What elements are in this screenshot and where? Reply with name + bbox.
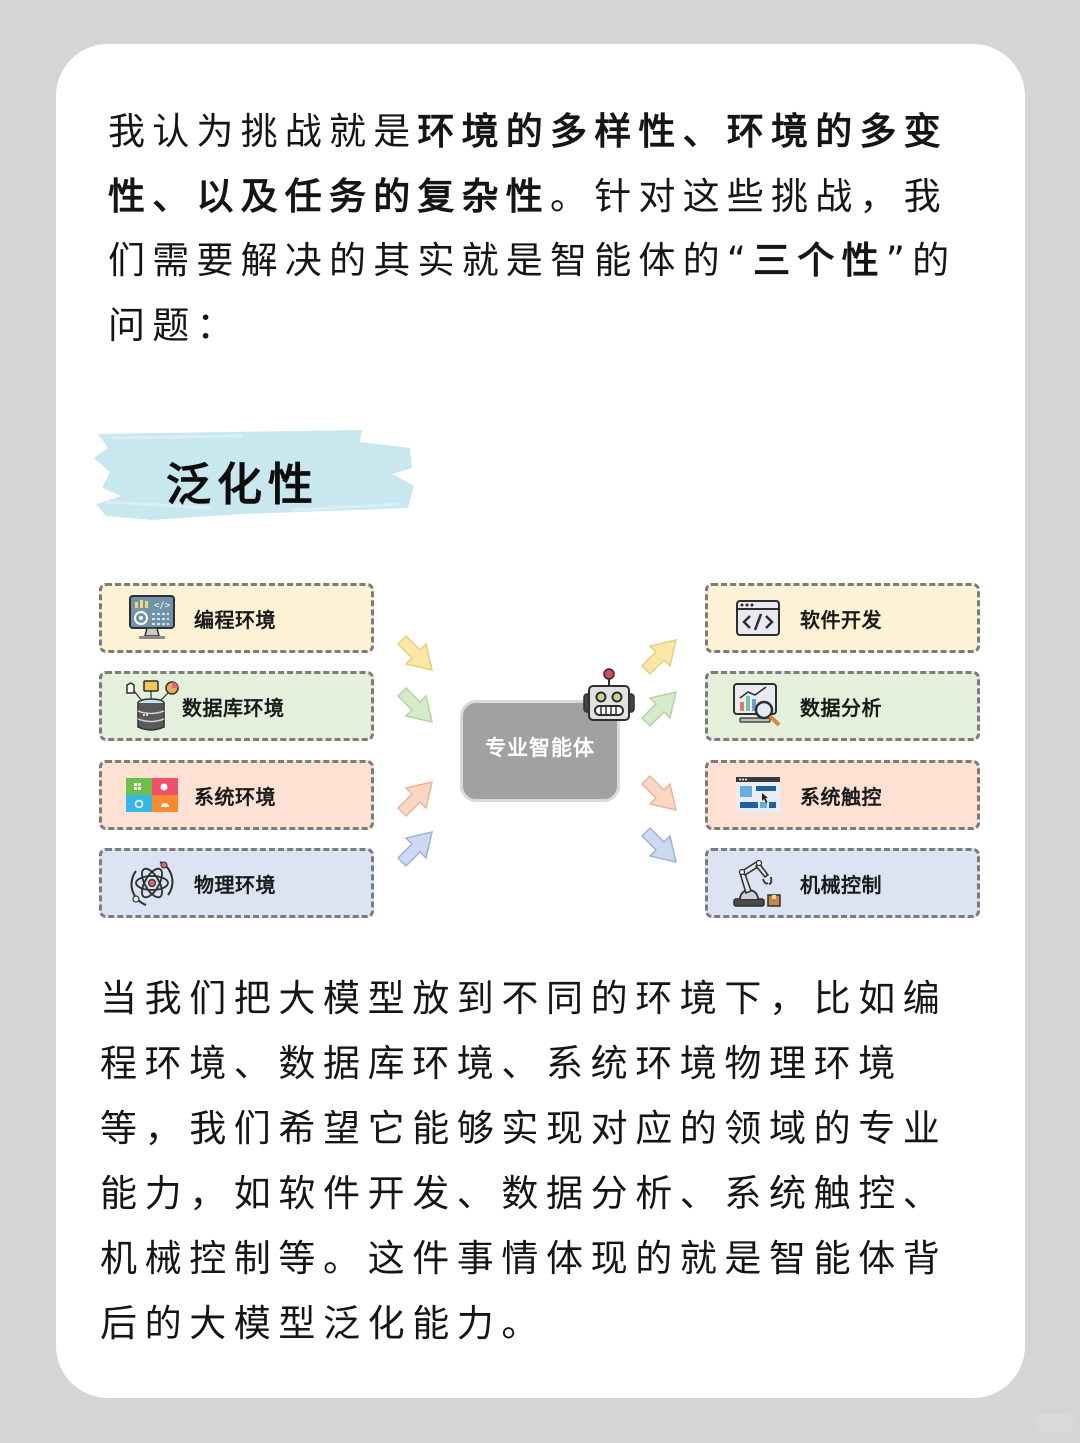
output-label: 软件开发: [800, 607, 882, 632]
arrow-up-right-icon: [640, 638, 678, 676]
svg-text:</>: </>: [154, 601, 171, 611]
watermark-badge: [1036, 1414, 1074, 1432]
input-box-database-env: 数据库环境: [99, 671, 374, 741]
intro-text-2: 。针对这些挑战，我们需要解决的其实就是智能体的“: [108, 174, 948, 283]
code-window-icon: [730, 590, 786, 646]
brush-stroke-highlight: [94, 430, 414, 520]
input-label: 物理环境: [194, 872, 276, 897]
intro-bold-three: 三个性: [753, 239, 886, 282]
section-heading: 泛化性: [166, 458, 320, 511]
arrow-up-right-icon: [396, 780, 434, 818]
arrow-down-right-icon: [396, 686, 434, 724]
intro-paragraph: 我认为挑战就是环境的多样性、环境的多变性、以及任务的复杂性。针对这些挑战，我们需…: [108, 100, 988, 358]
ui-click-icon: [730, 767, 786, 823]
output-box-software-dev: 软件开发: [705, 583, 980, 653]
input-label: 系统环境: [194, 784, 276, 809]
output-box-mechanical-control: 机械控制: [705, 848, 980, 918]
robot-icon: [583, 668, 635, 721]
atom-icon: [124, 855, 180, 911]
arrow-up-right-icon: [396, 830, 434, 868]
input-box-system-env: 系统环境: [99, 760, 374, 830]
database-icon: [124, 678, 180, 734]
robot-arm-icon: [730, 855, 786, 911]
output-box-system-touch: 系统触控: [705, 760, 980, 830]
specialized-agent-label: 专业智能体: [485, 736, 595, 760]
intro-text-1: 我认为挑战就是: [108, 110, 418, 153]
output-label: 机械控制: [800, 872, 882, 897]
body-paragraph: 当我们把大模型放到不同的环境下，比如编程环境、数据库环境、系统环境物理环境等，我…: [100, 977, 948, 1345]
data-analysis-monitor-icon: [730, 678, 786, 734]
coding-monitor-icon: </>: [124, 590, 180, 646]
os-tiles-icon: [124, 767, 180, 823]
input-label: 编程环境: [194, 607, 276, 632]
arrow-down-right-icon: [396, 634, 434, 672]
arrow-up-right-icon: [640, 690, 678, 728]
arrow-down-right-icon: [640, 826, 678, 864]
output-label: 系统触控: [800, 784, 882, 809]
intro-bold-challenges: 环境的多样性、环境的多变性、以及任务的复杂性: [108, 110, 948, 218]
intro-text-3: ”的问题：: [108, 239, 957, 347]
input-box-coding-env: </> 编程环境: [99, 583, 374, 653]
arrow-down-right-icon: [640, 774, 678, 812]
input-box-physical-env: 物理环境: [99, 848, 374, 918]
output-label: 数据分析: [800, 695, 882, 720]
input-label: 数据库环境: [182, 695, 285, 720]
output-box-data-analysis: 数据分析: [705, 671, 980, 741]
